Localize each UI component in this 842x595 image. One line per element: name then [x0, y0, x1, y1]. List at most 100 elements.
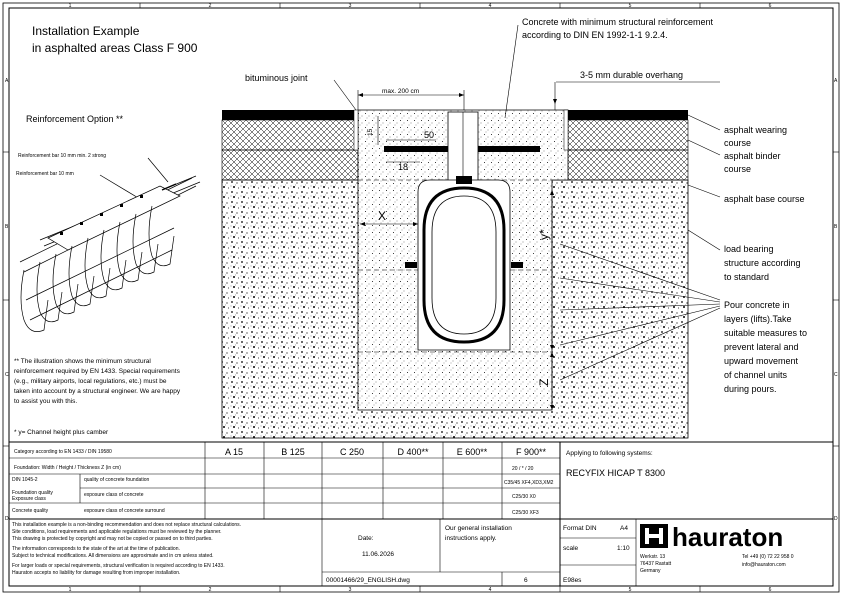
asphalt-wearing-right — [568, 110, 688, 120]
grid-labels: 1 2 3 4 5 6 1 2 3 4 5 6 A B C D A B C D — [5, 3, 838, 593]
grid-col-6-bottom: 6 — [769, 587, 772, 593]
callout-load-2: structure according — [724, 258, 801, 268]
reinforcement-option: Reinforcement Option ** — [26, 114, 124, 124]
callout-pour-5: upward movement — [724, 356, 799, 366]
title-line-2: in asphalted areas Class F 900 — [32, 41, 198, 55]
drawing-number: 00001466/29_ENGLISH.dwg — [326, 577, 410, 584]
dim-max-width: max. 200 cm — [382, 88, 419, 95]
grid-row-d: D — [5, 516, 9, 522]
note-line-5: to assist you with this. — [14, 398, 77, 405]
callout-bituminous-joint: bituminous joint — [245, 73, 308, 83]
address-line-2: 76437 Rastatt — [640, 561, 672, 567]
scale-label: scale — [563, 545, 579, 552]
note-line-1: ** The illustration shows the minimum st… — [14, 358, 151, 365]
disclaimer-line-4: The information corresponds to the state… — [12, 546, 180, 552]
table-row-exposure-class-2: exposure class of concrete surround — [84, 508, 165, 514]
callout-concrete-2: according to DIN EN 1992-1-1 9.2.4. — [522, 30, 668, 40]
disclaimer-line-5: Subject to technical modifications. All … — [12, 553, 214, 559]
asphalt-binder-left — [221, 149, 359, 181]
hauraton-logo: hauraton — [640, 522, 783, 552]
general-instructions-2: instructions apply. — [445, 535, 497, 542]
title-block: Date: 11.06.2026 Our general installatio… — [326, 525, 794, 584]
revision: E98es — [563, 577, 582, 584]
dim-z: Z — [537, 379, 551, 386]
reinforcement-bar-lower: Reinforcement bar 10 mm — [16, 171, 74, 177]
cross-section — [221, 109, 689, 439]
footnote: * y= Channel height plus camber — [14, 429, 109, 436]
table-row-strength-sub: DIN 1045-2 — [12, 477, 38, 483]
grid-row-d-right: D — [834, 516, 838, 522]
email: info@hauraton.com — [742, 562, 786, 568]
note-line-4: taken into account by a structural engin… — [14, 388, 181, 395]
table-exposure-value-2: C25/30 XF3 — [512, 510, 539, 516]
class-d400: D 400** — [397, 447, 429, 457]
grid-col-4: 4 — [489, 3, 492, 9]
grid-col-5: 5 — [629, 3, 632, 9]
page-number: 6 — [524, 577, 528, 584]
callout-pour-4: prevent lateral and — [724, 342, 799, 352]
grid-col-2: 2 — [209, 3, 212, 9]
address-line-3: Germany — [640, 568, 661, 574]
date-label: Date: — [358, 535, 374, 542]
dim-y: y* — [537, 229, 551, 240]
general-instructions-1: Our general installation — [445, 525, 512, 532]
table-exposure-value-1: C25/30 X0 — [512, 494, 536, 500]
grid-col-1: 1 — [69, 3, 72, 9]
note-line-3: (e.g., military airports, local regulati… — [14, 378, 167, 385]
load-classes: A 15 B 125 C 250 D 400** E 600** F 900** — [225, 447, 547, 457]
callout-load-3: to standard — [724, 272, 769, 282]
table-strength-value: C35/45 XF4,XD3,XM2 — [504, 480, 554, 486]
reinforcement-bar-top: Reinforcement bar 10 mm min. 2 strong — [18, 153, 106, 159]
spec-table-text: Category according to EN 1433 / DIN 1958… — [12, 449, 554, 516]
callout-concrete-1: Concrete with minimum structural reinfor… — [522, 17, 714, 27]
callout-binder-2: course — [724, 164, 751, 174]
dim-18: 18 — [398, 162, 408, 172]
grid-col-2-bottom: 2 — [209, 587, 212, 593]
grid-ticks — [3, 3, 839, 592]
reinforcement-ticks — [60, 195, 143, 235]
dimension-lines — [357, 82, 556, 410]
dimension-labels: max. 200 cm 15 50 18 X y* Z — [367, 88, 551, 386]
grid-col-3-bottom: 3 — [349, 587, 352, 593]
grid-col-1-bottom: 1 — [69, 587, 72, 593]
note-line-2: reinforcement required by EN 1433. Speci… — [14, 368, 181, 375]
grid-col-5-bottom: 5 — [629, 587, 632, 593]
grid-row-c: C — [5, 372, 9, 378]
grid-row-b-right: B — [834, 224, 838, 230]
callout-binder-1: asphalt binder — [724, 151, 781, 161]
grid-row-a-right: A — [834, 78, 838, 84]
table-row-strength-class: quality of concrete foundation — [84, 477, 150, 483]
title-line-1: Installation Example — [32, 24, 140, 38]
address-line-1: Werkstr. 13 — [640, 554, 665, 560]
class-a15: A 15 — [225, 447, 243, 457]
reinforcement-illustration — [19, 157, 201, 332]
leader-lines — [333, 24, 721, 381]
disclaimer-line-2: Site conditions, load requirements and a… — [12, 529, 222, 535]
class-e600: E 600** — [457, 447, 488, 457]
disclaimer-line-1: This installation example is a non-bindi… — [12, 522, 241, 528]
grid-row-a: A — [5, 78, 9, 84]
table-foundation-value: 20 / * / 20 — [512, 466, 534, 472]
spec-table-grid — [9, 441, 833, 586]
scale-value: 1:10 — [617, 545, 630, 552]
bituminous-joint-left — [353, 109, 359, 151]
applying-label: Applying to following systems: — [566, 450, 653, 457]
class-b125: B 125 — [281, 447, 305, 457]
disclaimer-line-6: For larger loads or special requirements… — [12, 563, 225, 569]
callout-wearing-2: course — [724, 138, 751, 148]
table-row-exposure-sub: Exposure class — [12, 496, 46, 502]
format-label: Format DIN — [563, 525, 597, 532]
callouts: Concrete with minimum structural reinfor… — [245, 17, 807, 394]
channel-interior — [431, 195, 497, 335]
inner-frame — [8, 7, 834, 587]
format-value: A4 — [620, 525, 628, 532]
callout-pour-3: suitable measures to — [724, 328, 807, 338]
asphalt-layer-left — [221, 119, 359, 151]
callout-base: asphalt base course — [724, 194, 805, 204]
asphalt-binder-right — [567, 149, 689, 181]
dim-50: 50 — [424, 130, 434, 140]
callout-load-1: load bearing — [724, 244, 774, 254]
grid-row-c-right: C — [834, 372, 838, 378]
